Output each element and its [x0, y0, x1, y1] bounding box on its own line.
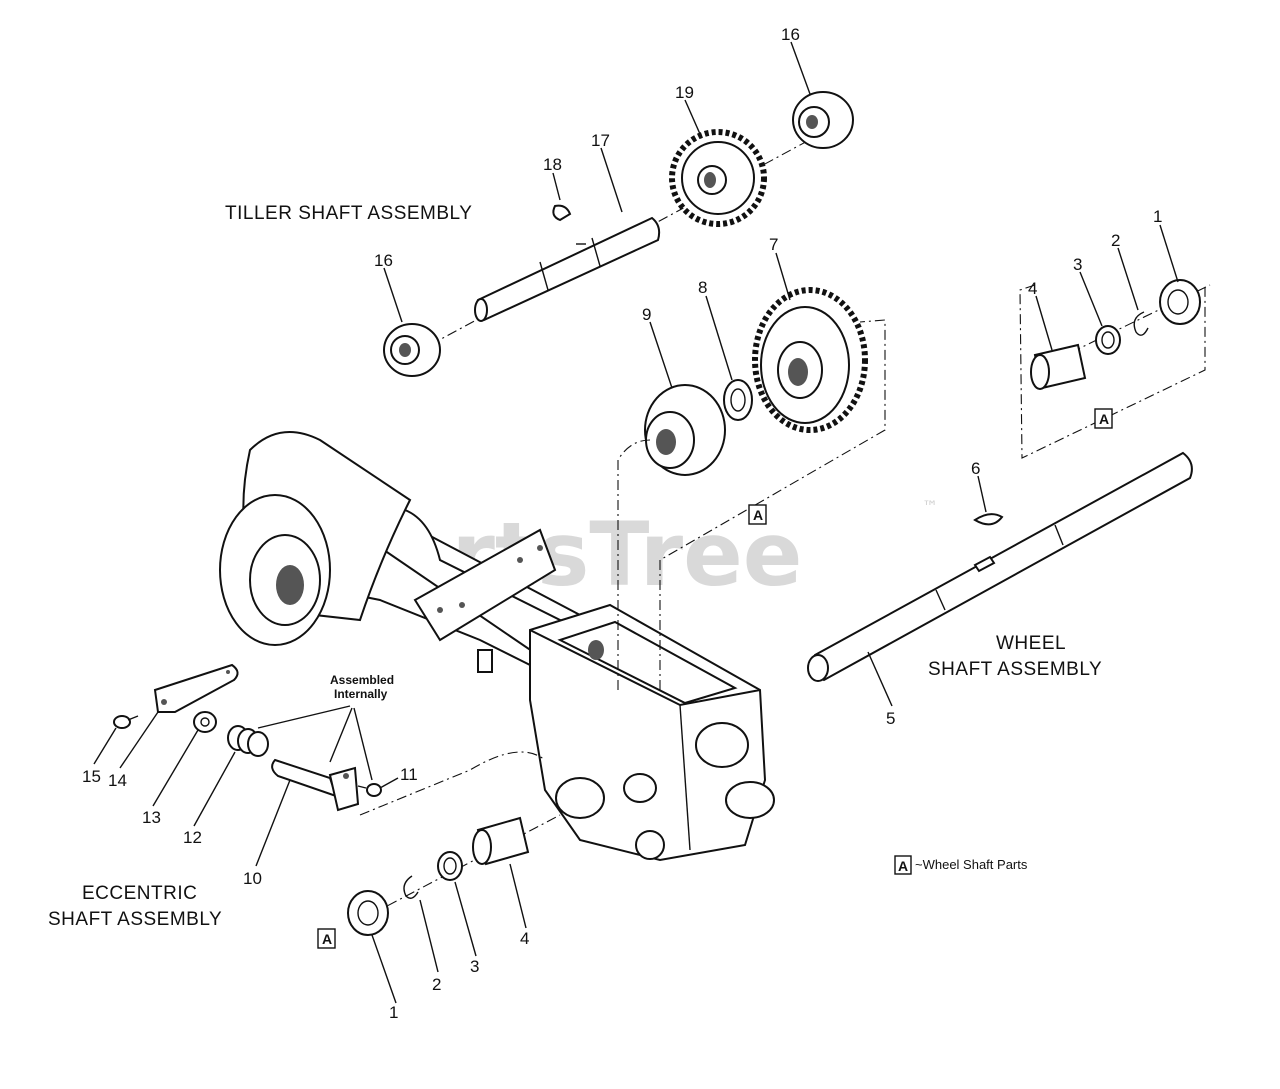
snap-ring-2-right[interactable]	[1133, 311, 1149, 336]
wheel-shaft-5[interactable]	[807, 451, 1193, 682]
drive-gears	[617, 287, 886, 690]
callout-19: 19	[675, 83, 694, 102]
callout-5: 5	[886, 709, 895, 728]
tiller-shaft-17[interactable]	[474, 216, 661, 322]
callout-13: 13	[142, 808, 161, 827]
wheel-shaft-assembly-title-line2: SHAFT ASSEMBLY	[928, 659, 1102, 680]
callout-9: 9	[642, 305, 651, 324]
ref-box-a-lower: A	[317, 928, 336, 949]
eccentric-shaft-assembly-drawing	[113, 663, 546, 816]
key-18[interactable]	[552, 204, 572, 222]
bushing-4-left[interactable]	[472, 816, 530, 866]
legend-text: ~Wheel Shaft Parts	[915, 857, 1028, 872]
wheel-shaft-parts-left	[347, 814, 561, 936]
ref-box-a-housing: A	[748, 504, 767, 525]
callout-11: 11	[400, 765, 418, 784]
gear-19[interactable]	[669, 129, 767, 227]
eccentric-shaft-assembly-title-line1: ECCENTRIC	[82, 883, 197, 904]
trademark-symbol: ™	[922, 497, 938, 516]
callout-16-left: 16	[374, 251, 393, 270]
screw-15[interactable]	[113, 715, 139, 729]
callout-17: 17	[591, 131, 610, 150]
callout-4-left: 4	[520, 929, 529, 948]
svg-text:A: A	[753, 507, 763, 523]
washer-3-right[interactable]	[1095, 325, 1121, 355]
snap-ring-2-left[interactable]	[403, 875, 419, 899]
eccentric-shaft-assembly-title-line2: SHAFT ASSEMBLY	[48, 909, 222, 930]
bearing-1-right[interactable]	[1159, 279, 1201, 325]
callout-1-left: 1	[389, 1003, 398, 1022]
spring-12[interactable]	[227, 725, 269, 757]
callout-numbers: 1 1 2 2 3 3 4 4 5 6 7 8 9 10 11 12 13 14…	[82, 25, 1162, 1022]
callout-8: 8	[698, 278, 707, 297]
ref-box-a-wheel: A	[1094, 408, 1113, 429]
gear-7[interactable]	[752, 287, 868, 433]
wheel-shaft-assembly-title-line1: WHEEL	[996, 633, 1066, 654]
assembled-internally-line2: Internally	[334, 687, 388, 701]
bearing-1-left[interactable]	[347, 890, 389, 936]
callout-3-left: 3	[470, 957, 479, 976]
lever-14[interactable]	[153, 663, 239, 713]
callout-4-right: 4	[1028, 279, 1037, 298]
callout-10: 10	[243, 869, 262, 888]
callout-7: 7	[769, 235, 778, 254]
transmission-housing	[219, 431, 775, 862]
svg-text:A: A	[322, 931, 332, 947]
washer-13[interactable]	[193, 711, 217, 733]
washer-3-left[interactable]	[437, 851, 463, 881]
eccentric-shaft-10[interactable]	[271, 758, 360, 812]
bearing-16-right[interactable]	[792, 91, 854, 149]
callout-2-left: 2	[432, 975, 441, 994]
thrust-washer-8[interactable]	[723, 379, 753, 421]
assembled-internally-line1: Assembled	[330, 673, 394, 687]
svg-text:A: A	[1099, 411, 1109, 427]
clutch-9[interactable]	[644, 384, 726, 476]
callout-15: 15	[82, 767, 101, 786]
callout-1-right: 1	[1153, 207, 1162, 226]
callout-2-right: 2	[1111, 231, 1120, 250]
callout-6: 6	[971, 459, 980, 478]
callout-14: 14	[108, 771, 127, 790]
legend-box-letter: A	[898, 858, 908, 874]
key-6[interactable]	[973, 513, 1004, 526]
bearing-16-left[interactable]	[383, 323, 441, 377]
tiller-shaft-assembly-drawing	[383, 91, 854, 377]
callout-leaders	[93, 41, 1179, 1004]
tiller-shaft-assembly-title: TILLER SHAFT ASSEMBLY	[225, 203, 472, 224]
screw-11[interactable]	[357, 783, 382, 797]
callout-3-right: 3	[1073, 255, 1082, 274]
wheel-shaft-assembly-drawing	[807, 279, 1211, 682]
bushing-4-right[interactable]	[1030, 343, 1087, 390]
legend: A ~Wheel Shaft Parts	[894, 855, 1028, 875]
callout-18: 18	[543, 155, 562, 174]
callout-16-right: 16	[781, 25, 800, 44]
callout-12: 12	[183, 828, 202, 847]
